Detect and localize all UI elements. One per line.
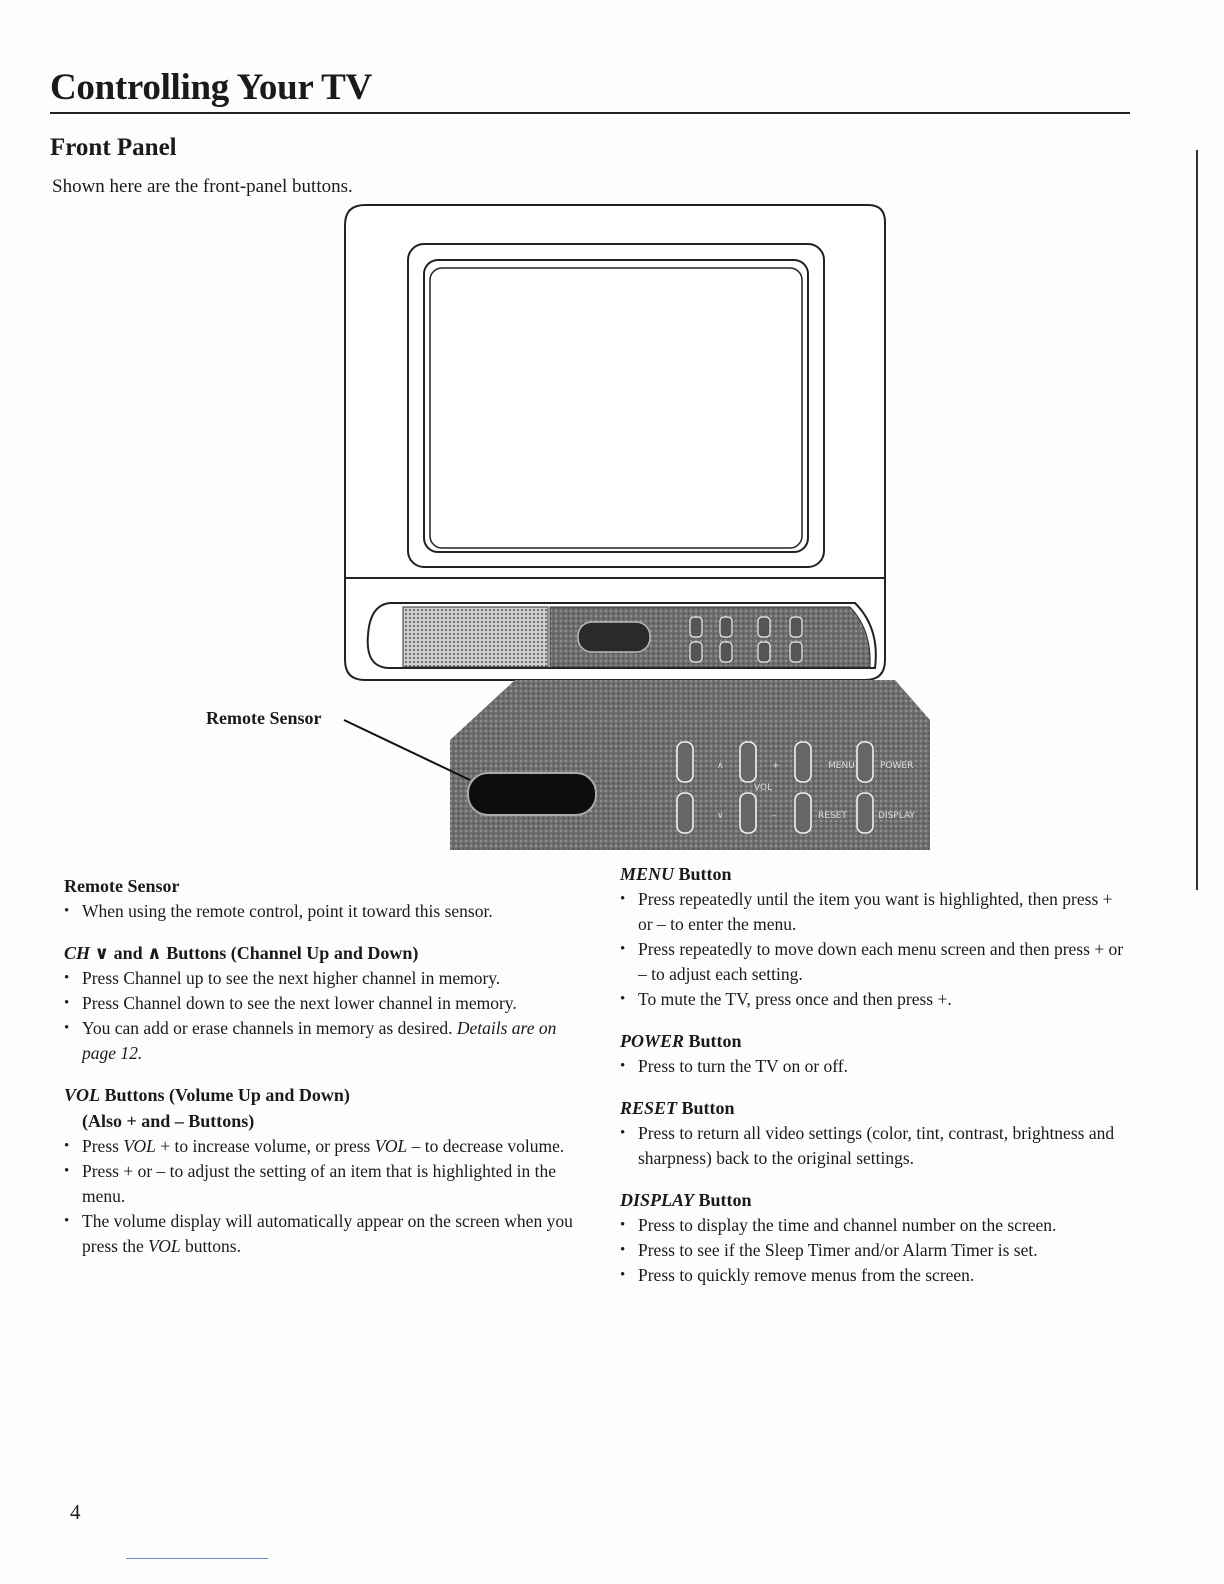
list-item: The volume display will automatically ap… [62, 1209, 582, 1259]
list-item: Press + or – to adjust the setting of an… [62, 1159, 582, 1209]
list-item: Press to turn the TV on or off. [618, 1054, 1128, 1079]
ch-heading: CH ∨ and ∧ Buttons (Channel Up and Down) [64, 943, 419, 963]
list-item: You can add or erase channels in memory … [62, 1016, 582, 1066]
display-section: DISPLAY Button Press to display the time… [618, 1187, 1128, 1288]
list-item: Press to quickly remove menus from the s… [618, 1263, 1128, 1288]
right-column: MENU Button Press repeatedly until the i… [618, 861, 1128, 1304]
panel-label-display: DISPLAY [878, 811, 915, 821]
reset-section: RESET Button Press to return all video s… [618, 1095, 1128, 1171]
display-heading: DISPLAY Button [620, 1190, 752, 1210]
svg-text:–: – [772, 811, 777, 821]
left-column: Remote Sensor When using the remote cont… [62, 873, 582, 1275]
panel-label-reset: RESET [818, 811, 847, 821]
remote-sensor-heading: Remote Sensor [64, 876, 180, 896]
svg-text:+: + [772, 761, 780, 771]
list-item: Press repeatedly to move down each menu … [618, 937, 1128, 987]
menu-heading: MENU Button [620, 864, 732, 884]
remote-sensor-callout: Remote Sensor [206, 708, 322, 728]
footer-line [126, 1558, 268, 1559]
svg-text:∨: ∨ [717, 811, 724, 821]
power-section: POWER Button Press to turn the TV on or … [618, 1028, 1128, 1079]
tv-front-panel-illustration: ∧ ∨ + – MENU POWER RESET DISPLAY VOL [343, 204, 930, 850]
list-item: To mute the TV, press once and then pres… [618, 987, 1128, 1012]
power-heading: POWER Button [620, 1031, 742, 1051]
vol-section: VOL Buttons (Volume Up and Down) (Also +… [62, 1082, 582, 1259]
remote-sensor-window [467, 772, 597, 816]
callout-line [343, 719, 471, 781]
panel-label-vol: VOL [754, 783, 772, 793]
section-heading: Front Panel [50, 134, 177, 161]
list-item: Press to display the time and channel nu… [618, 1213, 1128, 1238]
svg-text:∧: ∧ [717, 761, 724, 771]
panel-label-menu: MENU [828, 761, 855, 771]
intro-text: Shown here are the front-panel buttons. [52, 176, 353, 197]
list-item: Press Channel up to see the next higher … [62, 966, 582, 991]
panel-label-power: POWER [880, 761, 913, 771]
list-item: Press to return all video settings (colo… [618, 1121, 1128, 1171]
speaker-grille [402, 606, 549, 668]
vol-subheading: (Also + and – Buttons) [82, 1111, 255, 1131]
remote-sensor-section: Remote Sensor When using the remote cont… [62, 873, 582, 924]
page-number: 4 [70, 1500, 81, 1524]
list-item: Press Channel down to see the next lower… [62, 991, 582, 1016]
screen [423, 259, 809, 553]
list-item: When using the remote control, point it … [62, 899, 582, 924]
reset-heading: RESET Button [620, 1098, 735, 1118]
page-title: Controlling Your TV [50, 67, 372, 108]
vol-heading: VOL Buttons (Volume Up and Down) [64, 1085, 350, 1105]
scan-edge-line [1196, 150, 1198, 890]
list-item: Press to see if the Sleep Timer and/or A… [618, 1238, 1128, 1263]
ch-section: CH ∨ and ∧ Buttons (Channel Up and Down)… [62, 940, 582, 1066]
list-item: Press VOL + to increase volume, or press… [62, 1134, 582, 1159]
title-rule [50, 112, 1130, 114]
list-item: Press repeatedly until the item you want… [618, 887, 1128, 937]
menu-section: MENU Button Press repeatedly until the i… [618, 861, 1128, 1012]
